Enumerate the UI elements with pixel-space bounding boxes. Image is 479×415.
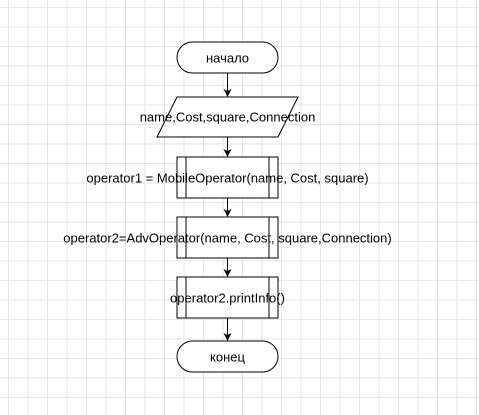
step1-label: operator1 = MobileOperator(name, Cost, s… bbox=[86, 170, 369, 185]
input-parallelogram bbox=[156, 96, 299, 138]
end-label: конец bbox=[210, 349, 245, 364]
step2-label: operator2=AdvOperator(name, Cost, square… bbox=[63, 230, 392, 245]
end-terminator bbox=[176, 340, 279, 373]
step1-process-box bbox=[176, 156, 279, 199]
start-label: начало bbox=[205, 50, 250, 65]
step3-label: operator2.printInfo() bbox=[170, 290, 285, 305]
step2-process-box bbox=[176, 216, 279, 259]
input-label: name,Cost,square,Connection bbox=[139, 109, 316, 125]
step3-process-box bbox=[176, 276, 279, 319]
